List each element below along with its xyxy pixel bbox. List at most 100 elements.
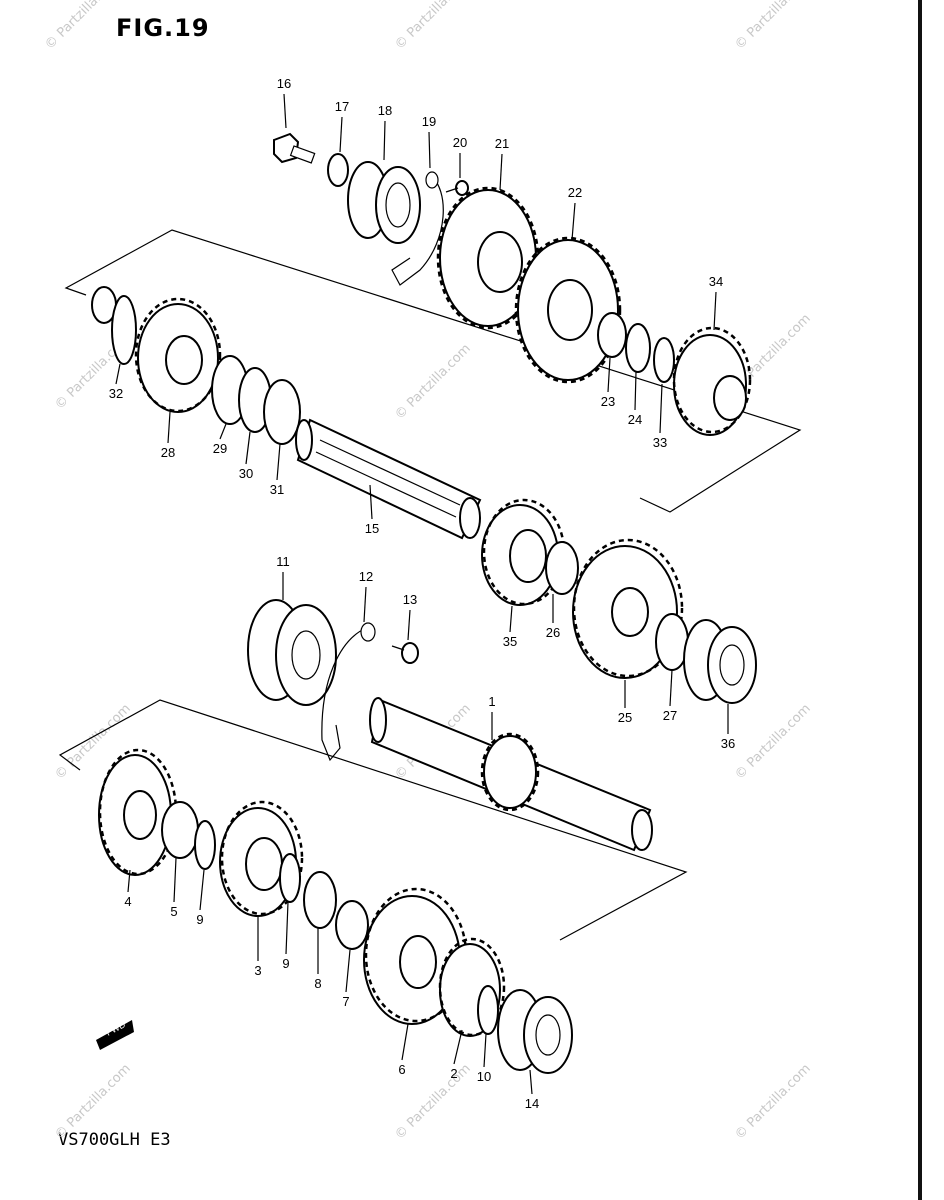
retainer-hole [360, 622, 376, 642]
part-bearing-14 [497, 989, 573, 1074]
part-bushing-7 [335, 900, 369, 950]
part-washer-20 [625, 323, 651, 373]
callout-number: 7 [342, 994, 349, 1009]
watermark-text: © Partzilla.com [52, 1061, 134, 1143]
callout-leader [199, 869, 205, 911]
part-washer-17 [327, 153, 349, 187]
watermark-text: © Partzilla.com [392, 0, 474, 53]
part-washer-8 [303, 871, 337, 929]
watermark-text: © Partzilla.com [732, 701, 814, 783]
lower-group-outline [58, 699, 688, 941]
part-washer-27 [263, 379, 301, 445]
part-washer-28 [111, 295, 137, 365]
callout-number: 36 [721, 736, 735, 751]
callout-number: 16 [277, 76, 291, 91]
part-bushing-22 [545, 541, 579, 595]
callout-number: 4 [124, 894, 131, 909]
callout-number: 32 [109, 386, 123, 401]
callout-leader [245, 431, 251, 465]
callout-leader [339, 116, 343, 153]
callout-leader [363, 586, 367, 623]
part-bushing-19 [597, 312, 627, 358]
callout-number: 13 [403, 592, 417, 607]
part-countershaft-15 [295, 418, 482, 540]
part-screw-13 [391, 642, 419, 664]
callout-number: 20 [453, 135, 467, 150]
callout-leader [219, 423, 227, 440]
part-bearing-33 [347, 161, 421, 244]
upper-group-outline [64, 229, 802, 513]
callout-leader [607, 357, 611, 393]
part-bushing-5 [161, 801, 199, 859]
callout-number: 22 [568, 185, 582, 200]
callout-number: 29 [213, 441, 227, 456]
callout-leader [383, 120, 386, 161]
callout-leader [276, 443, 281, 481]
callout-leader [669, 669, 673, 707]
callout-number: 12 [359, 569, 373, 584]
callout-number: 11 [276, 554, 290, 569]
watermark-text: © Partzilla.com [392, 341, 474, 423]
part-gear-31 [481, 498, 566, 606]
callout-number: 27 [663, 708, 677, 723]
callout-number: 31 [270, 482, 284, 497]
page-edge [918, 0, 922, 1200]
callout-leader [369, 484, 373, 520]
callout-number: 3 [254, 963, 261, 978]
callout-leader [167, 411, 171, 444]
callout-number: 1 [488, 694, 495, 709]
callout-leader [407, 609, 411, 641]
callout-number: 24 [628, 412, 642, 427]
callout-leader [571, 202, 576, 241]
part-driveshaft-1 [369, 697, 653, 852]
part-gear-24 [134, 297, 222, 413]
callout-number: 9 [282, 956, 289, 971]
part-bearing-36 [683, 619, 757, 704]
part-circlip-9a [194, 820, 216, 870]
callout-number: 5 [170, 904, 177, 919]
part-bolt-16 [273, 132, 316, 164]
part-gear-18 [514, 236, 622, 384]
callout-leader [453, 1029, 463, 1065]
callout-number: 35 [503, 634, 517, 649]
callout-leader [401, 1023, 409, 1061]
callout-number: 6 [398, 1062, 405, 1077]
callout-number: 26 [546, 625, 560, 640]
part-circlip-10 [477, 985, 499, 1035]
retainer-hole [425, 171, 439, 189]
callout-number: 25 [618, 710, 632, 725]
callout-leader [713, 291, 717, 331]
callout-number: 2 [450, 1066, 457, 1081]
callout-leader [509, 605, 513, 633]
watermark-text: © Partzilla.com [732, 1061, 814, 1143]
figure-title: FIG.19 [116, 14, 210, 42]
callout-leader [115, 363, 121, 385]
callout-number: 14 [525, 1096, 539, 1111]
callout-leader [529, 1069, 533, 1095]
callout-number: 10 [477, 1069, 491, 1084]
fwd-arrow: FWD [96, 1019, 134, 1050]
callout-number: 18 [378, 103, 392, 118]
watermark-text: © Partzilla.com [732, 0, 814, 53]
callout-number: 33 [653, 435, 667, 450]
callout-leader [428, 131, 431, 169]
part-gear-30 [672, 326, 752, 436]
callout-leader [634, 371, 637, 411]
part-circlip-9b [279, 853, 301, 903]
part-circlip-29 [653, 337, 675, 383]
callout-number: 23 [601, 394, 615, 409]
callout-number: 30 [239, 466, 253, 481]
callout-number: 34 [709, 274, 723, 289]
callout-number: 9 [196, 912, 203, 927]
part-screw-35 [445, 180, 469, 196]
callout-leader [285, 901, 289, 955]
part-gear-21 [572, 538, 684, 679]
callout-leader [127, 869, 131, 893]
part-retainer-12 [321, 627, 367, 762]
part-gear-6 [363, 887, 468, 1025]
callout-leader [483, 1033, 487, 1068]
callout-leader [499, 153, 503, 191]
